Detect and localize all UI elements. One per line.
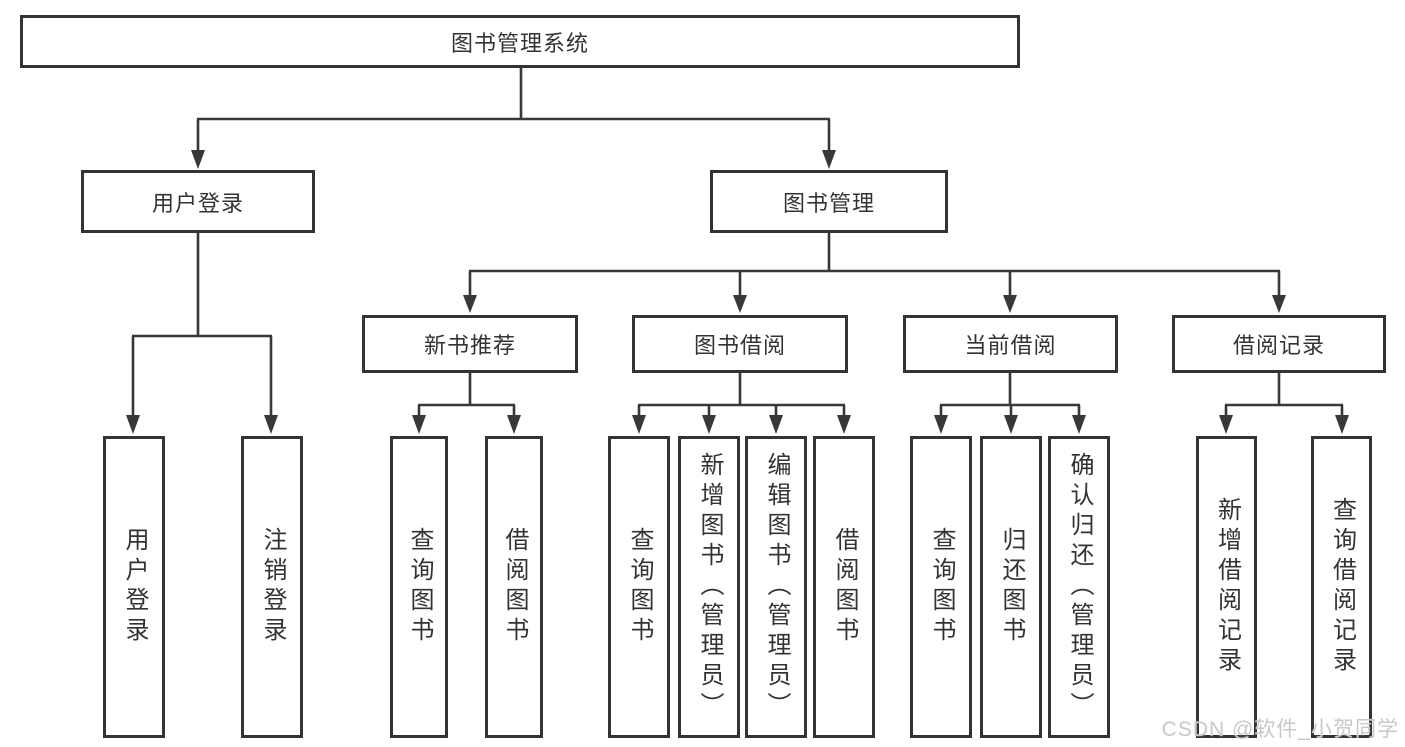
node-label: 借阅记录 — [1232, 333, 1325, 358]
leaf-add-books-admin: 新增图书（管理员） — [678, 436, 740, 738]
node-label: 用户登录 — [121, 527, 148, 647]
leaf-query-books-borrowing: 查询图书 — [608, 436, 670, 738]
node-label: 用户登录 — [151, 190, 244, 216]
node-user-login: 用户登录 — [81, 170, 315, 233]
arrow-down-icon — [1219, 415, 1233, 434]
arrow-down-icon — [412, 415, 426, 434]
arrow-down-icon — [1003, 295, 1017, 313]
csdn-watermark: CSDN @软件_小贺同学 — [1161, 718, 1399, 741]
node-label: 当前借阅 — [964, 333, 1057, 358]
leaf-user-login: 用户登录 — [103, 436, 165, 738]
node-label: 编辑图书（管理员） — [763, 452, 790, 722]
leaf-query-books-recommend: 查询图书 — [390, 436, 448, 738]
leaf-edit-books-admin: 编辑图书（管理员） — [745, 436, 807, 738]
leaf-borrow-books-recommend: 借阅图书 — [485, 436, 543, 738]
node-borrowing-records: 借阅记录 — [1172, 315, 1386, 373]
arrow-down-icon — [507, 415, 521, 434]
arrow-down-icon — [1004, 415, 1018, 434]
node-label: 查询借阅记录 — [1328, 497, 1356, 677]
node-label: 确认归还（管理员） — [1066, 452, 1093, 722]
node-label: 查询图书 — [928, 527, 955, 647]
arrow-down-icon — [126, 415, 140, 434]
node-book-borrowing: 图书借阅 — [632, 315, 848, 373]
leaf-confirm-return-admin: 确认归还（管理员） — [1048, 436, 1110, 738]
node-label: 新书推荐 — [423, 333, 516, 358]
arrow-down-icon — [1272, 295, 1286, 313]
node-label: 查询图书 — [406, 527, 433, 647]
leaf-query-books-current: 查询图书 — [910, 436, 972, 738]
node-new-book-recommendation: 新书推荐 — [362, 315, 578, 373]
arrow-down-icon — [191, 150, 205, 169]
node-label: 图书管理 — [782, 190, 875, 216]
node-label: 注销登录 — [259, 527, 286, 647]
node-label: 借阅图书 — [501, 527, 528, 647]
arrow-down-icon — [264, 415, 278, 434]
arrow-down-icon — [934, 415, 948, 434]
leaf-add-borrow-record: 新增借阅记录 — [1196, 436, 1257, 738]
arrow-down-icon — [769, 415, 783, 434]
leaf-logout: 注销登录 — [241, 436, 303, 738]
arrow-down-icon — [837, 415, 851, 434]
node-label: 查询图书 — [626, 527, 653, 647]
node-label: 借阅图书 — [831, 527, 858, 647]
node-label: 图书管理系统 — [450, 30, 589, 56]
arrow-down-icon — [733, 295, 747, 313]
arrow-down-icon — [822, 150, 836, 169]
arrow-down-icon — [632, 415, 646, 434]
node-label: 图书借阅 — [693, 333, 786, 358]
node-label: 归还图书 — [998, 527, 1025, 647]
arrow-down-icon — [702, 415, 716, 434]
node-root: 图书管理系统 — [20, 15, 1020, 68]
node-label: 新增借阅记录 — [1213, 497, 1241, 677]
arrow-down-icon — [1335, 415, 1349, 434]
node-current-borrowing: 当前借阅 — [903, 315, 1118, 373]
arrow-down-icon — [1072, 415, 1086, 434]
leaf-borrow-books-borrowing: 借阅图书 — [813, 436, 875, 738]
arrow-down-icon — [463, 295, 477, 313]
leaf-return-books: 归还图书 — [980, 436, 1042, 738]
leaf-query-borrow-record: 查询借阅记录 — [1311, 436, 1372, 738]
node-label: 新增图书（管理员） — [696, 452, 723, 722]
node-book-management: 图书管理 — [710, 170, 948, 233]
